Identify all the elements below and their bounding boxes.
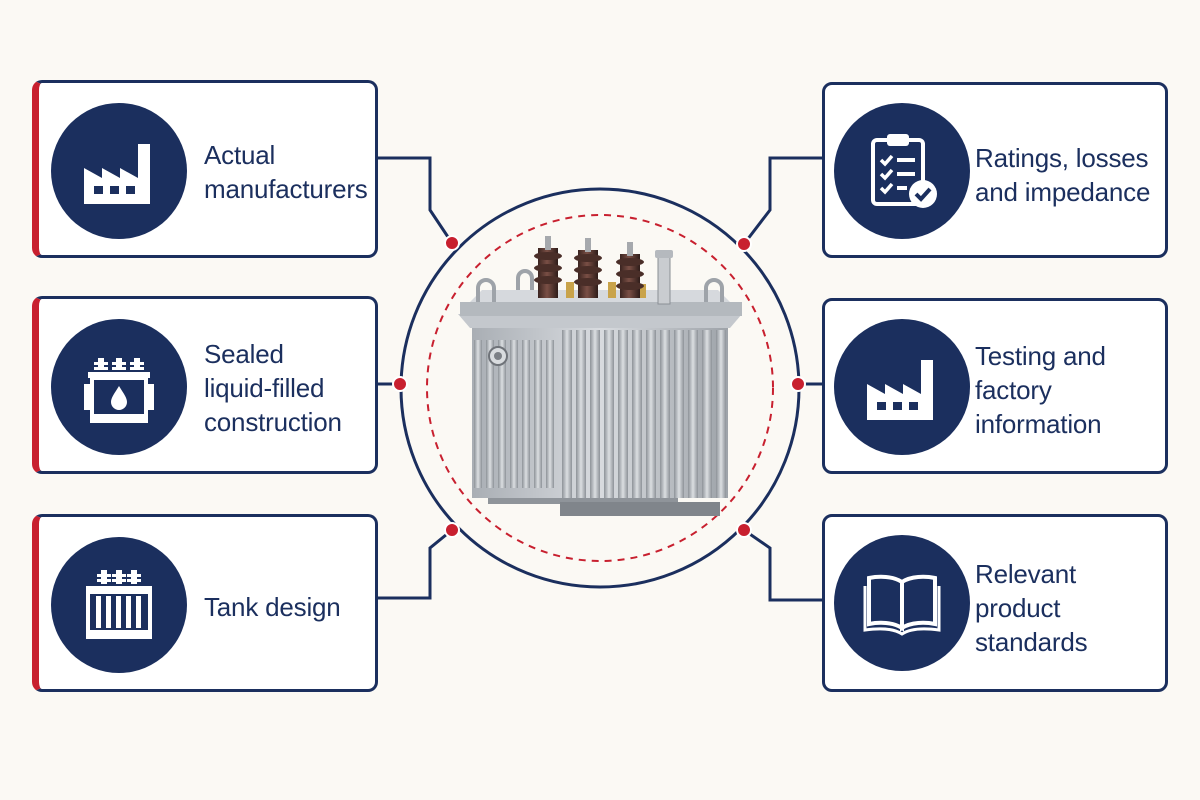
label-line: construction: [204, 407, 342, 437]
inner-dashed-ring: [426, 214, 774, 562]
open-book-icon: [863, 574, 941, 636]
transformer-illustration: [400, 190, 800, 590]
icon-disc-manufacturers: [51, 103, 187, 239]
connector-ratings: [742, 156, 822, 245]
icon-disc-tank: [51, 537, 187, 673]
card-label-standards: Relevant product standards: [975, 557, 1165, 659]
card-testing-factory: Testing and factory information: [822, 298, 1168, 474]
connector-standards: [743, 528, 822, 602]
label-line: Relevant: [975, 559, 1077, 589]
label-line: manufacturers: [204, 174, 368, 204]
label-line: Testing and: [975, 341, 1106, 371]
factory-icon: [84, 144, 150, 204]
card-label-sealed: Sealed liquid-filled construction: [204, 337, 375, 439]
card-label-tank: Tank design: [204, 590, 375, 624]
card-ratings-losses: Ratings, losses and impedance: [822, 82, 1168, 258]
card-label-ratings: Ratings, losses and impedance: [975, 141, 1165, 209]
icon-disc-standards: [834, 535, 970, 671]
dot-ratings: [736, 236, 752, 252]
label-line: standards: [975, 627, 1088, 657]
label-line: factory: [975, 375, 1052, 405]
card-label-manufacturers: Actual manufacturers: [204, 138, 375, 206]
dot-standards: [736, 522, 752, 538]
card-label-testing: Testing and factory information: [975, 339, 1165, 441]
connector-tank: [378, 528, 453, 600]
sealed-transformer-icon: [84, 358, 154, 423]
dot-sealed: [392, 376, 408, 392]
label-line: information: [975, 409, 1102, 439]
connector-manufacturers: [378, 156, 454, 244]
dot-testing: [790, 376, 806, 392]
label-line: Ratings, losses: [975, 143, 1149, 173]
label-line: Tank design: [204, 592, 341, 622]
dot-manufacturers: [444, 235, 460, 251]
card-tank-design: Tank design: [32, 514, 378, 692]
dot-tank: [444, 522, 460, 538]
card-actual-manufacturers: Actual manufacturers: [32, 80, 378, 258]
connector-lines: [378, 156, 822, 602]
label-line: and impedance: [975, 177, 1151, 207]
card-product-standards: Relevant product standards: [822, 514, 1168, 692]
checklist-clipboard-icon: [871, 134, 937, 208]
icon-disc-sealed: [51, 319, 187, 455]
label-line: Sealed: [204, 339, 284, 369]
icon-disc-ratings: [834, 103, 970, 239]
label-line: liquid-filled: [204, 373, 325, 403]
tank-radiator-icon: [86, 570, 152, 639]
label-line: product: [975, 593, 1061, 623]
icon-disc-testing: [834, 319, 970, 455]
factory-icon: [867, 360, 933, 420]
connector-dots: [392, 235, 806, 538]
card-sealed-construction: Sealed liquid-filled construction: [32, 296, 378, 474]
label-line: Actual: [204, 140, 276, 170]
